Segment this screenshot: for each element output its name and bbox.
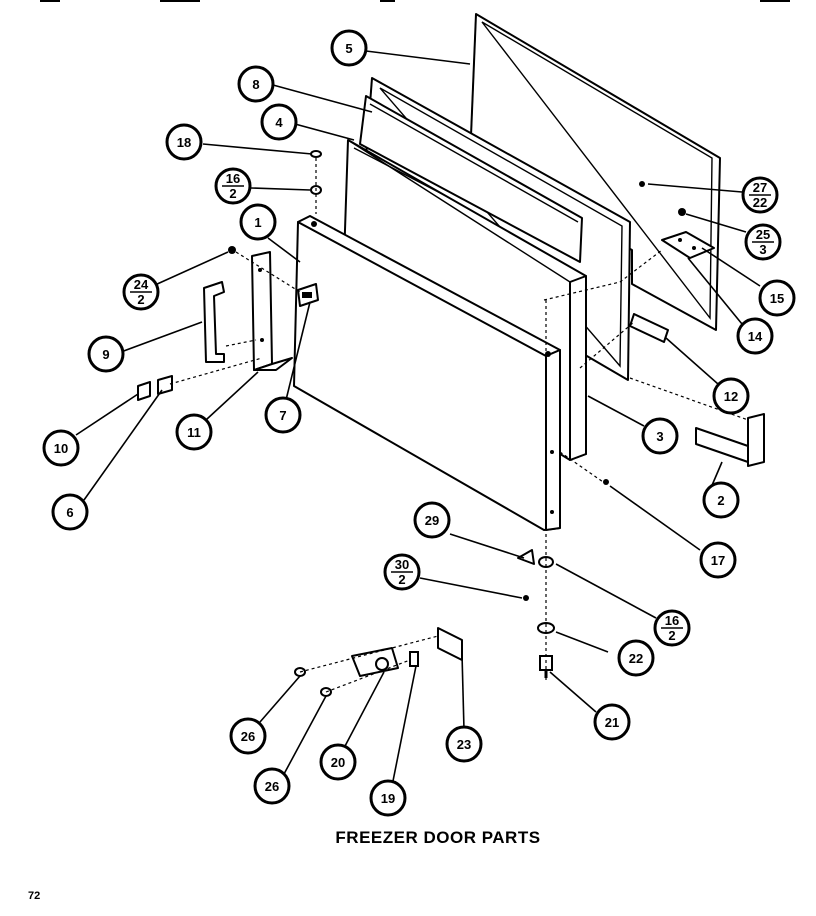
callout-label: 10 <box>54 441 68 456</box>
callout-label: 8 <box>252 77 259 92</box>
callout-label: 19 <box>381 791 395 806</box>
callout-7: 7 <box>264 396 302 434</box>
callout-label: 21 <box>605 715 619 730</box>
callout-10: 10 <box>42 429 80 467</box>
callout-30-over-2: 30 2 <box>383 553 421 591</box>
callout-12: 12 <box>712 377 750 415</box>
leader-lines <box>75 50 761 787</box>
callout-denominator: 2 <box>137 292 144 307</box>
callout-3: 3 <box>641 417 679 455</box>
callout-27-over-22: 27 22 <box>741 176 779 214</box>
part-29 <box>517 549 535 565</box>
callout-20: 20 <box>319 743 357 781</box>
part-4-breaker <box>359 95 583 263</box>
callout-label: 15 <box>770 291 784 306</box>
callout-label: 7 <box>279 408 286 423</box>
callout-denominator: 2 <box>668 628 675 643</box>
callout-label: 26 <box>265 779 279 794</box>
part-9-handle <box>203 281 225 363</box>
part-15-hinge <box>661 231 715 259</box>
callout-2: 2 <box>702 481 740 519</box>
callout-label: 26 <box>241 729 255 744</box>
callout-29: 29 <box>413 501 451 539</box>
callout-numerator: 16 <box>226 171 240 186</box>
callout-5: 5 <box>330 29 368 67</box>
callout-numerator: 16 <box>665 613 679 628</box>
callout-label: 18 <box>177 135 191 150</box>
callout-11: 11 <box>175 413 213 451</box>
callout-denominator: 3 <box>759 242 766 257</box>
part-2-bracket <box>695 413 765 467</box>
callout-numerator: 30 <box>395 557 409 572</box>
callout-19: 19 <box>369 779 407 817</box>
callout-numerator: 24 <box>134 277 149 292</box>
callout-label: 9 <box>102 347 109 362</box>
diagram-title: FREEZER DOOR PARTS <box>335 828 541 847</box>
callout-label: 12 <box>724 389 738 404</box>
part-7-hinge-cover <box>297 283 319 307</box>
callout-label: 20 <box>331 755 345 770</box>
part-12-strip <box>629 313 669 343</box>
part-10-cap <box>137 381 151 401</box>
callout-25-over-3: 25 3 <box>744 223 782 261</box>
callout-4: 4 <box>260 103 298 141</box>
callout-label: 1 <box>254 215 261 230</box>
page-number: 72 <box>28 890 41 902</box>
callout-label: 6 <box>66 505 73 520</box>
callout-label: 29 <box>425 513 439 528</box>
callout-9: 9 <box>87 335 125 373</box>
callout-label: 14 <box>748 329 763 344</box>
callout-label: 3 <box>656 429 663 444</box>
callout-16-over-2-top: 16 2 <box>214 167 252 205</box>
bottom-hinge-assembly <box>294 627 463 697</box>
callout-label: 17 <box>711 553 725 568</box>
callout-15: 15 <box>758 279 796 317</box>
callout-label: 22 <box>629 651 643 666</box>
callout-label: 2 <box>717 493 724 508</box>
callout-denominator: 2 <box>398 572 405 587</box>
callout-14: 14 <box>736 317 774 355</box>
callout-17: 17 <box>699 541 737 579</box>
callout-8: 8 <box>237 65 275 103</box>
callout-label: 4 <box>275 115 283 130</box>
part-11-bracket <box>251 251 293 371</box>
callout-label: 11 <box>187 425 201 440</box>
callout-26-bottom: 26 <box>253 767 291 805</box>
part-6-cap <box>157 375 173 395</box>
callout-label: 5 <box>345 41 352 56</box>
callout-numerator: 25 <box>756 227 770 242</box>
callout-24-over-2: 24 2 <box>122 273 160 311</box>
callout-16-over-2-bottom: 16 2 <box>653 609 691 647</box>
callout-21: 21 <box>593 703 631 741</box>
callout-denominator: 22 <box>753 195 767 210</box>
callout-18: 18 <box>165 123 203 161</box>
callout-23: 23 <box>445 725 483 763</box>
callout-label: 23 <box>457 737 471 752</box>
callout-26-top: 26 <box>229 717 267 755</box>
callout-1: 1 <box>239 203 277 241</box>
callout-6: 6 <box>51 493 89 531</box>
callout-22: 22 <box>617 639 655 677</box>
callout-numerator: 27 <box>753 180 767 195</box>
callout-denominator: 2 <box>229 186 236 201</box>
